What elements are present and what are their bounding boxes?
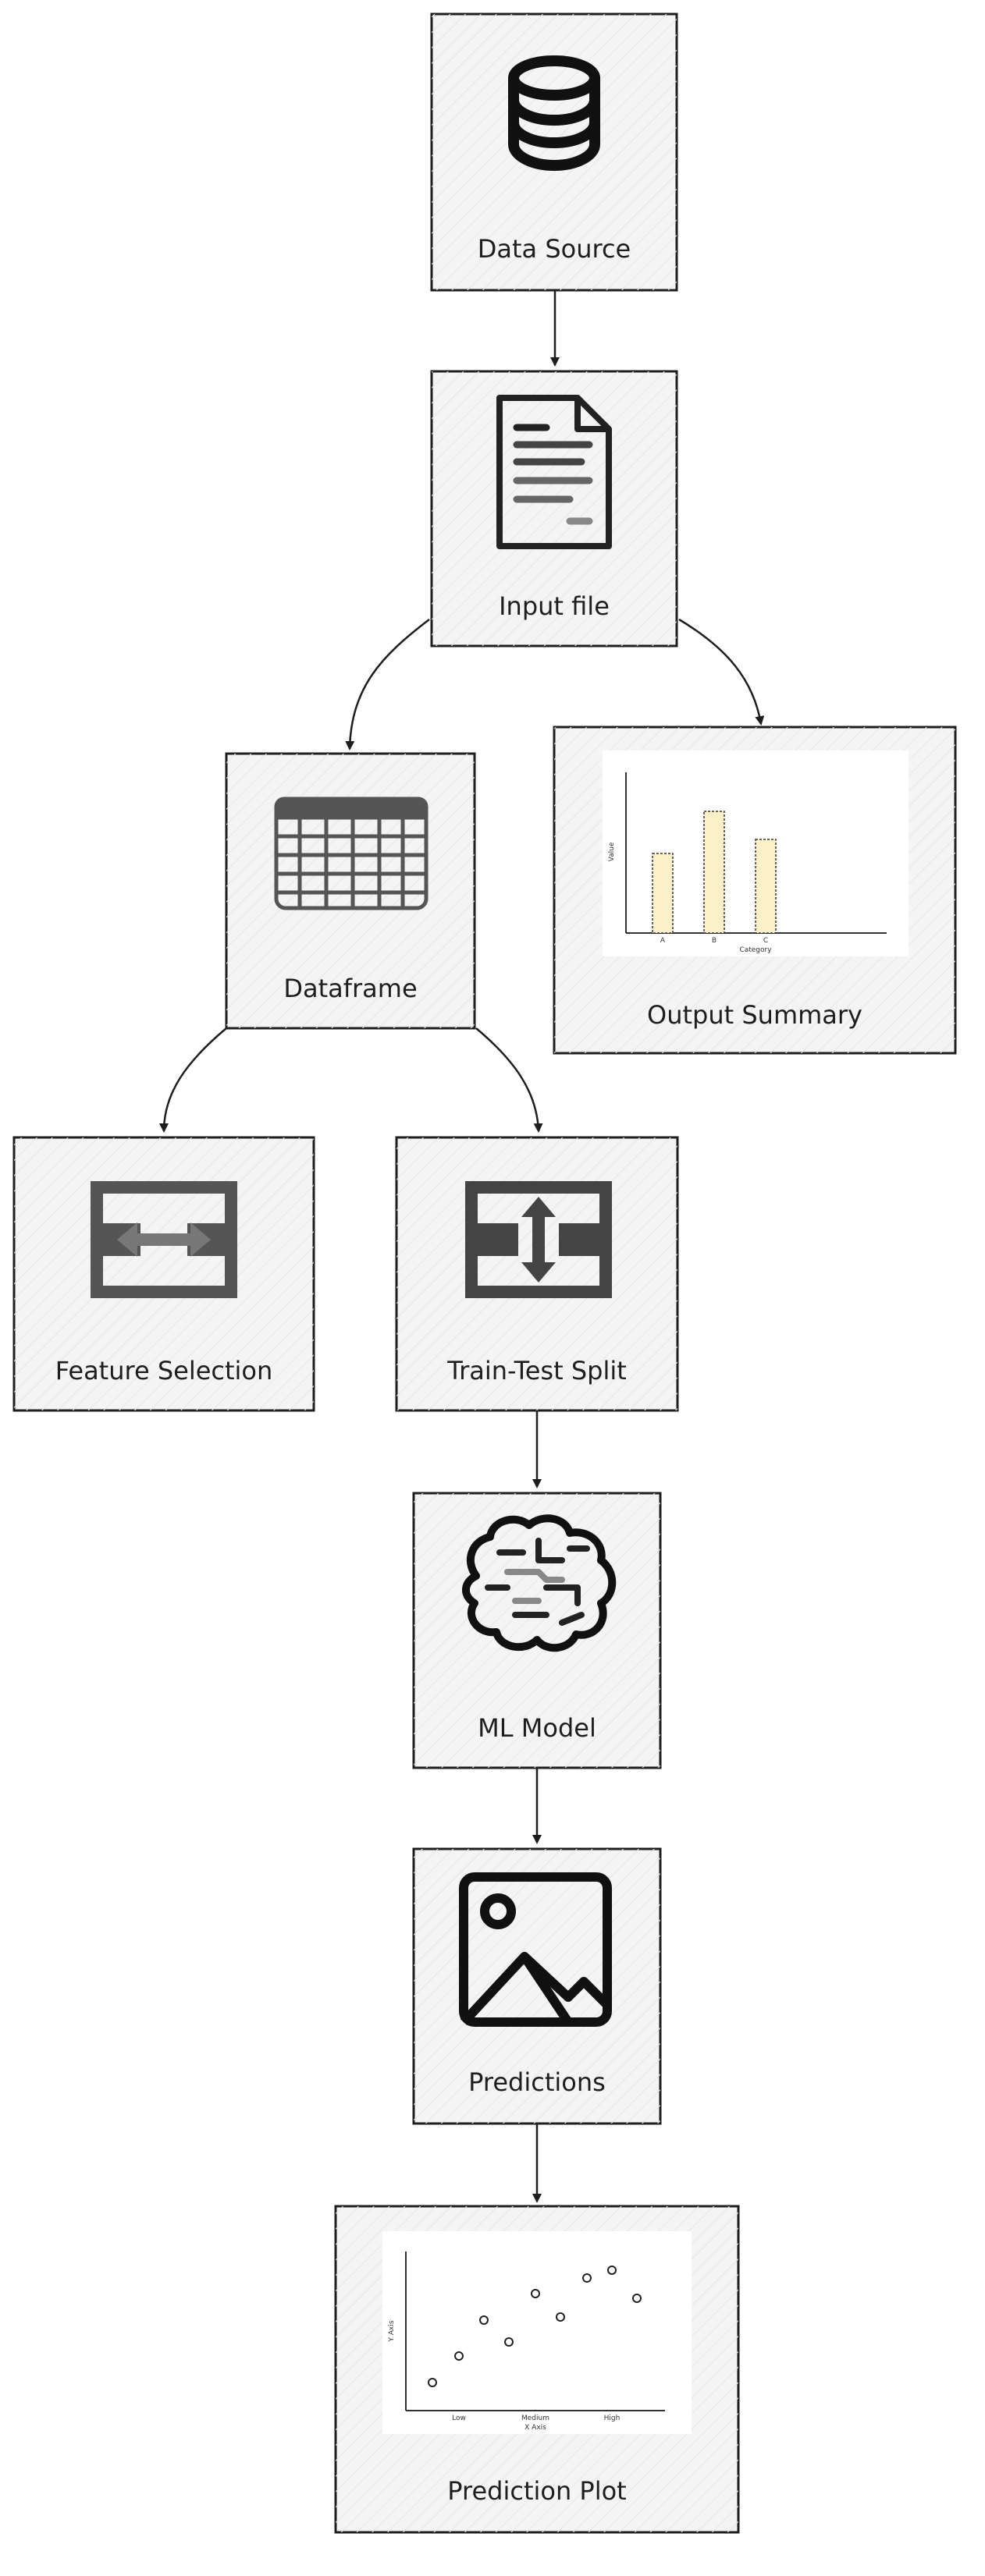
node-feature-selection[interactable]: Feature Selection bbox=[12, 1136, 315, 1412]
node-prediction-plot[interactable]: Low Medium High X Axis Y Axis Prediction… bbox=[334, 2205, 740, 2534]
node-dataframe[interactable]: Dataframe bbox=[225, 752, 476, 1030]
scatter-point bbox=[504, 2337, 514, 2347]
y-axis-label: Y Axis bbox=[388, 2320, 396, 2342]
bar-a bbox=[652, 853, 674, 934]
tick-high: High bbox=[604, 2415, 621, 2422]
tick-low: Low bbox=[452, 2415, 466, 2422]
brain-icon bbox=[462, 1514, 617, 1652]
scatter-point bbox=[582, 2273, 592, 2283]
edge-input-file-to-output-summary bbox=[678, 618, 765, 726]
scatter-point bbox=[556, 2312, 565, 2322]
bar-c bbox=[755, 839, 777, 934]
tick-a: A bbox=[660, 937, 666, 945]
tick-b: B bbox=[712, 937, 717, 945]
node-ml-model[interactable]: ML Model bbox=[412, 1492, 662, 1769]
node-input-file[interactable]: Input file bbox=[430, 370, 678, 648]
prediction-plot-label: Prediction Plot bbox=[447, 2476, 626, 2506]
tick-c: C bbox=[763, 937, 768, 945]
output-summary-label: Output Summary bbox=[647, 1000, 862, 1030]
node-output-summary[interactable]: A B C Category Value Output Summary bbox=[553, 726, 957, 1055]
scatter-point bbox=[531, 2289, 540, 2298]
scatter-plot-thumbnail: Low Medium High X Axis Y Axis bbox=[382, 2231, 692, 2434]
feature-selection-label: Feature Selection bbox=[55, 1356, 273, 1386]
edge-input-file-to-dataframe bbox=[345, 619, 430, 750]
predictions-label: Predictions bbox=[468, 2067, 606, 2097]
document-icon bbox=[496, 395, 612, 549]
edges bbox=[159, 290, 765, 2203]
horizontal-arrows-icon bbox=[91, 1181, 237, 1298]
node-train-test-split[interactable]: Train-Test Split bbox=[395, 1136, 679, 1412]
image-icon bbox=[459, 1872, 612, 2027]
database-icon bbox=[508, 55, 600, 172]
table-icon bbox=[274, 797, 428, 910]
scatter-point bbox=[632, 2294, 642, 2303]
scatter-point bbox=[479, 2315, 489, 2325]
scatter-point bbox=[454, 2351, 464, 2361]
dataframe-label: Dataframe bbox=[283, 974, 417, 1003]
bar-b bbox=[703, 811, 725, 934]
node-predictions[interactable]: Predictions bbox=[412, 1847, 662, 2125]
edge-dataframe-to-feature-selection bbox=[159, 1027, 227, 1133]
node-data-source[interactable]: Data Source bbox=[430, 12, 678, 292]
tick-medium: Medium bbox=[521, 2415, 549, 2422]
bar-chart-thumbnail: A B C Category Value bbox=[603, 750, 909, 956]
x-axis-label: X Axis bbox=[525, 2424, 546, 2432]
data-source-label: Data Source bbox=[478, 234, 631, 264]
y-axis-label: Value bbox=[608, 842, 616, 861]
vertical-arrows-icon bbox=[465, 1181, 612, 1298]
train-test-split-label: Train-Test Split bbox=[446, 1356, 627, 1386]
scatter-point bbox=[607, 2266, 617, 2275]
ml-model-label: ML Model bbox=[478, 1713, 596, 1743]
scatter-point bbox=[428, 2378, 437, 2387]
edge-dataframe-to-train-test-split bbox=[475, 1027, 543, 1133]
input-file-label: Input file bbox=[499, 591, 610, 621]
x-axis-label: Category bbox=[739, 946, 772, 954]
